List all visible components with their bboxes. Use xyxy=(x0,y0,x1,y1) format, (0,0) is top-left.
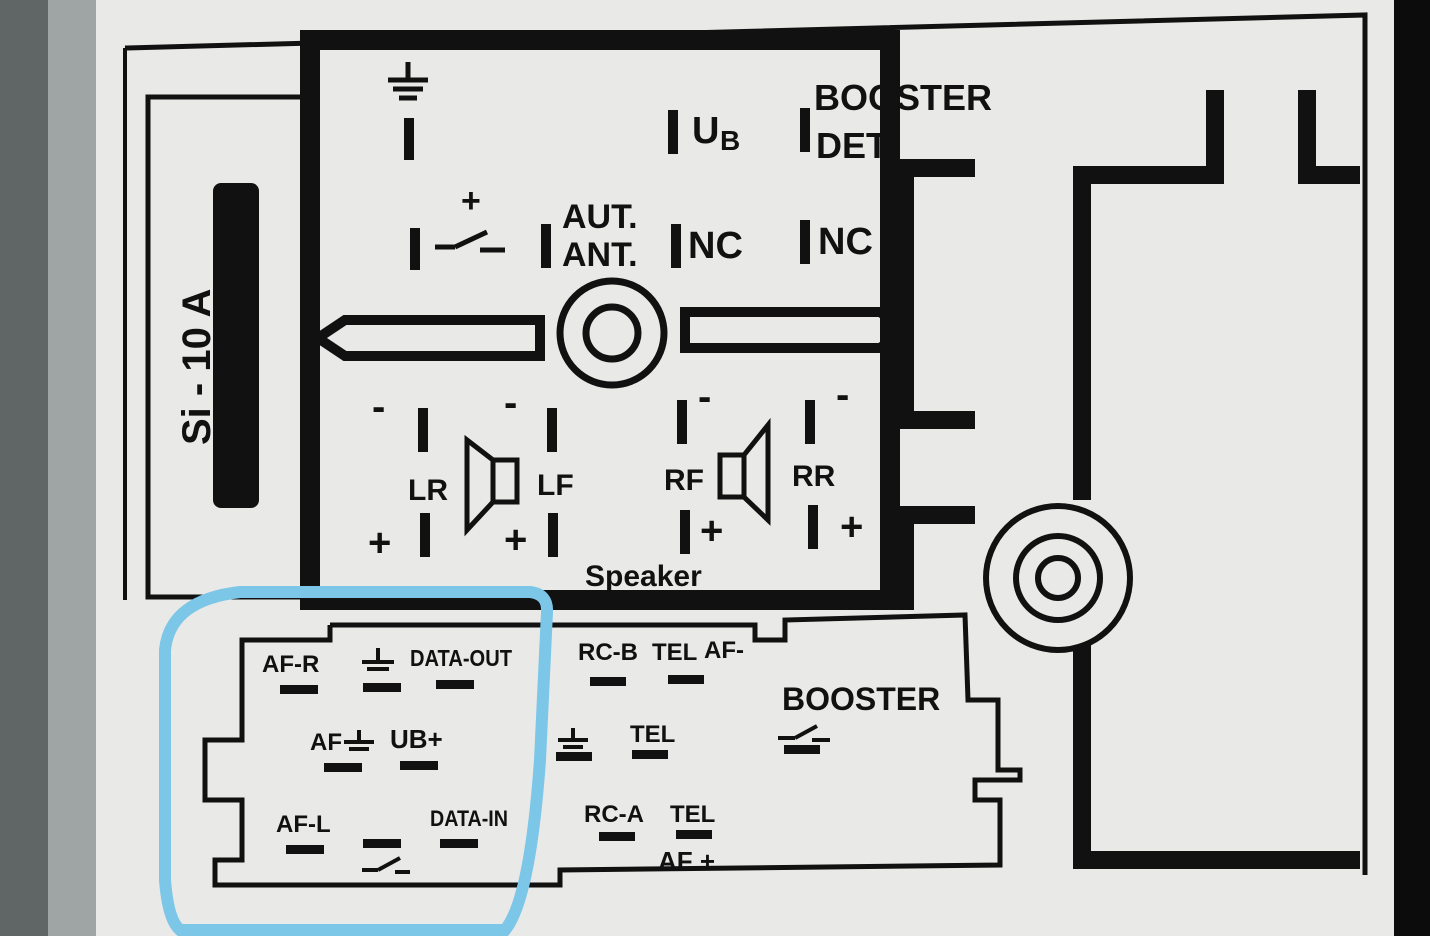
speaker-caption: Speaker xyxy=(585,560,702,593)
highlight-box xyxy=(159,586,554,936)
switch-icon-bottom xyxy=(362,856,410,874)
left-arrow-bar xyxy=(308,315,545,361)
ground-icon xyxy=(388,62,428,101)
label-rc-a: RC-A xyxy=(584,801,644,828)
label-af-gnd: AF xyxy=(310,729,342,756)
speaker-plus-lf: + xyxy=(504,518,527,562)
antenna-socket-inner xyxy=(582,303,642,363)
device-edge-metal xyxy=(48,0,98,936)
ground-icon-bottom-3 xyxy=(558,728,588,749)
ant-label: ANT. xyxy=(562,236,638,274)
booster-det-label-2: DET xyxy=(816,125,888,166)
bottom-pins xyxy=(280,675,820,854)
speaker-plus-lr: + xyxy=(368,521,391,565)
speaker-rf-label: RF xyxy=(664,464,704,497)
label-ub-plus: UB+ xyxy=(390,724,443,754)
ub-subscript: B xyxy=(720,125,740,156)
right-cavity-frame-3 xyxy=(1073,640,1360,869)
top-connector-step-edge xyxy=(896,159,975,429)
label-af-minus: AF- xyxy=(704,637,744,664)
right-socket-outer xyxy=(983,503,1133,653)
right-cavity-frame xyxy=(1073,90,1224,500)
speaker-plus-rr: + xyxy=(840,505,863,549)
right-socket-mid xyxy=(1013,533,1103,623)
antenna-socket-outer xyxy=(556,277,668,389)
aut-label: AUT. xyxy=(562,198,638,236)
right-cavity-frame-2 xyxy=(1298,90,1360,184)
label-tel-low: TEL xyxy=(670,801,715,828)
fuse-label: Si - 10 A xyxy=(175,289,219,445)
label-data-in: DATA-IN xyxy=(430,806,508,831)
speaker-minus-rf: - xyxy=(698,375,711,419)
speaker-plus-rf: + xyxy=(700,509,723,553)
switch-icon xyxy=(435,229,505,253)
speaker-minus-lf: - xyxy=(504,381,517,425)
ground-icon-bottom-2 xyxy=(344,730,374,751)
speaker-minus-rr: - xyxy=(836,373,849,417)
top-pins xyxy=(404,108,818,557)
label-booster: BOOSTER xyxy=(782,681,940,717)
device-edge-right xyxy=(1394,0,1430,936)
nc-right-label: NC xyxy=(818,221,873,263)
label-tel-mid: TEL xyxy=(630,721,675,748)
label-data-out: DATA-OUT xyxy=(410,645,512,671)
bottom-connector-frame xyxy=(202,612,1023,888)
device-edge-dark xyxy=(0,0,48,936)
speaker-icon-left xyxy=(464,434,520,537)
speaker-minus-lr: - xyxy=(372,385,385,429)
label-af-r: AF-R xyxy=(262,651,319,678)
label-tel-top: TEL xyxy=(652,639,697,666)
speaker-lr-label: LR xyxy=(408,474,448,507)
speaker-icon-right xyxy=(717,417,771,526)
right-arrow-bar xyxy=(680,307,914,353)
speaker-lf-label: LF xyxy=(537,469,574,502)
ub-label: U xyxy=(692,110,719,152)
label-rc-b: RC-B xyxy=(578,639,638,666)
plus-label: + xyxy=(461,182,481,220)
nc-left-label: NC xyxy=(688,225,743,267)
top-connector-step-edge-2 xyxy=(896,506,975,610)
label-af-l: AF-L xyxy=(276,811,331,838)
ground-icon-bottom-1 xyxy=(362,648,394,671)
switch-icon-booster xyxy=(778,724,830,742)
fuse-bar xyxy=(213,183,259,508)
speaker-rr-label: RR xyxy=(792,460,836,493)
booster-det-label-1: BOOSTER xyxy=(814,77,992,118)
right-socket-inner xyxy=(1035,555,1081,601)
label-af-plus: AF + xyxy=(658,846,715,876)
